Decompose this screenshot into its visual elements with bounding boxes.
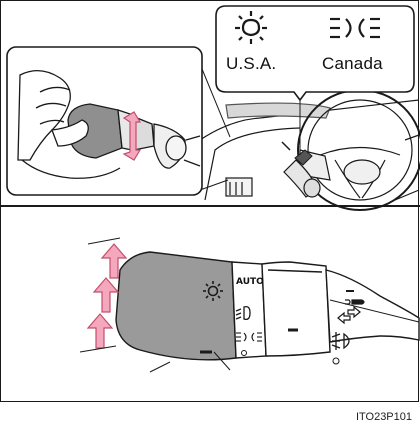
region-label-canada: Canada [322,54,383,74]
auto-label: AUTO [236,277,264,287]
region-label-usa: U.S.A. [226,54,276,74]
figure-code: ITO23P101 [356,411,412,423]
